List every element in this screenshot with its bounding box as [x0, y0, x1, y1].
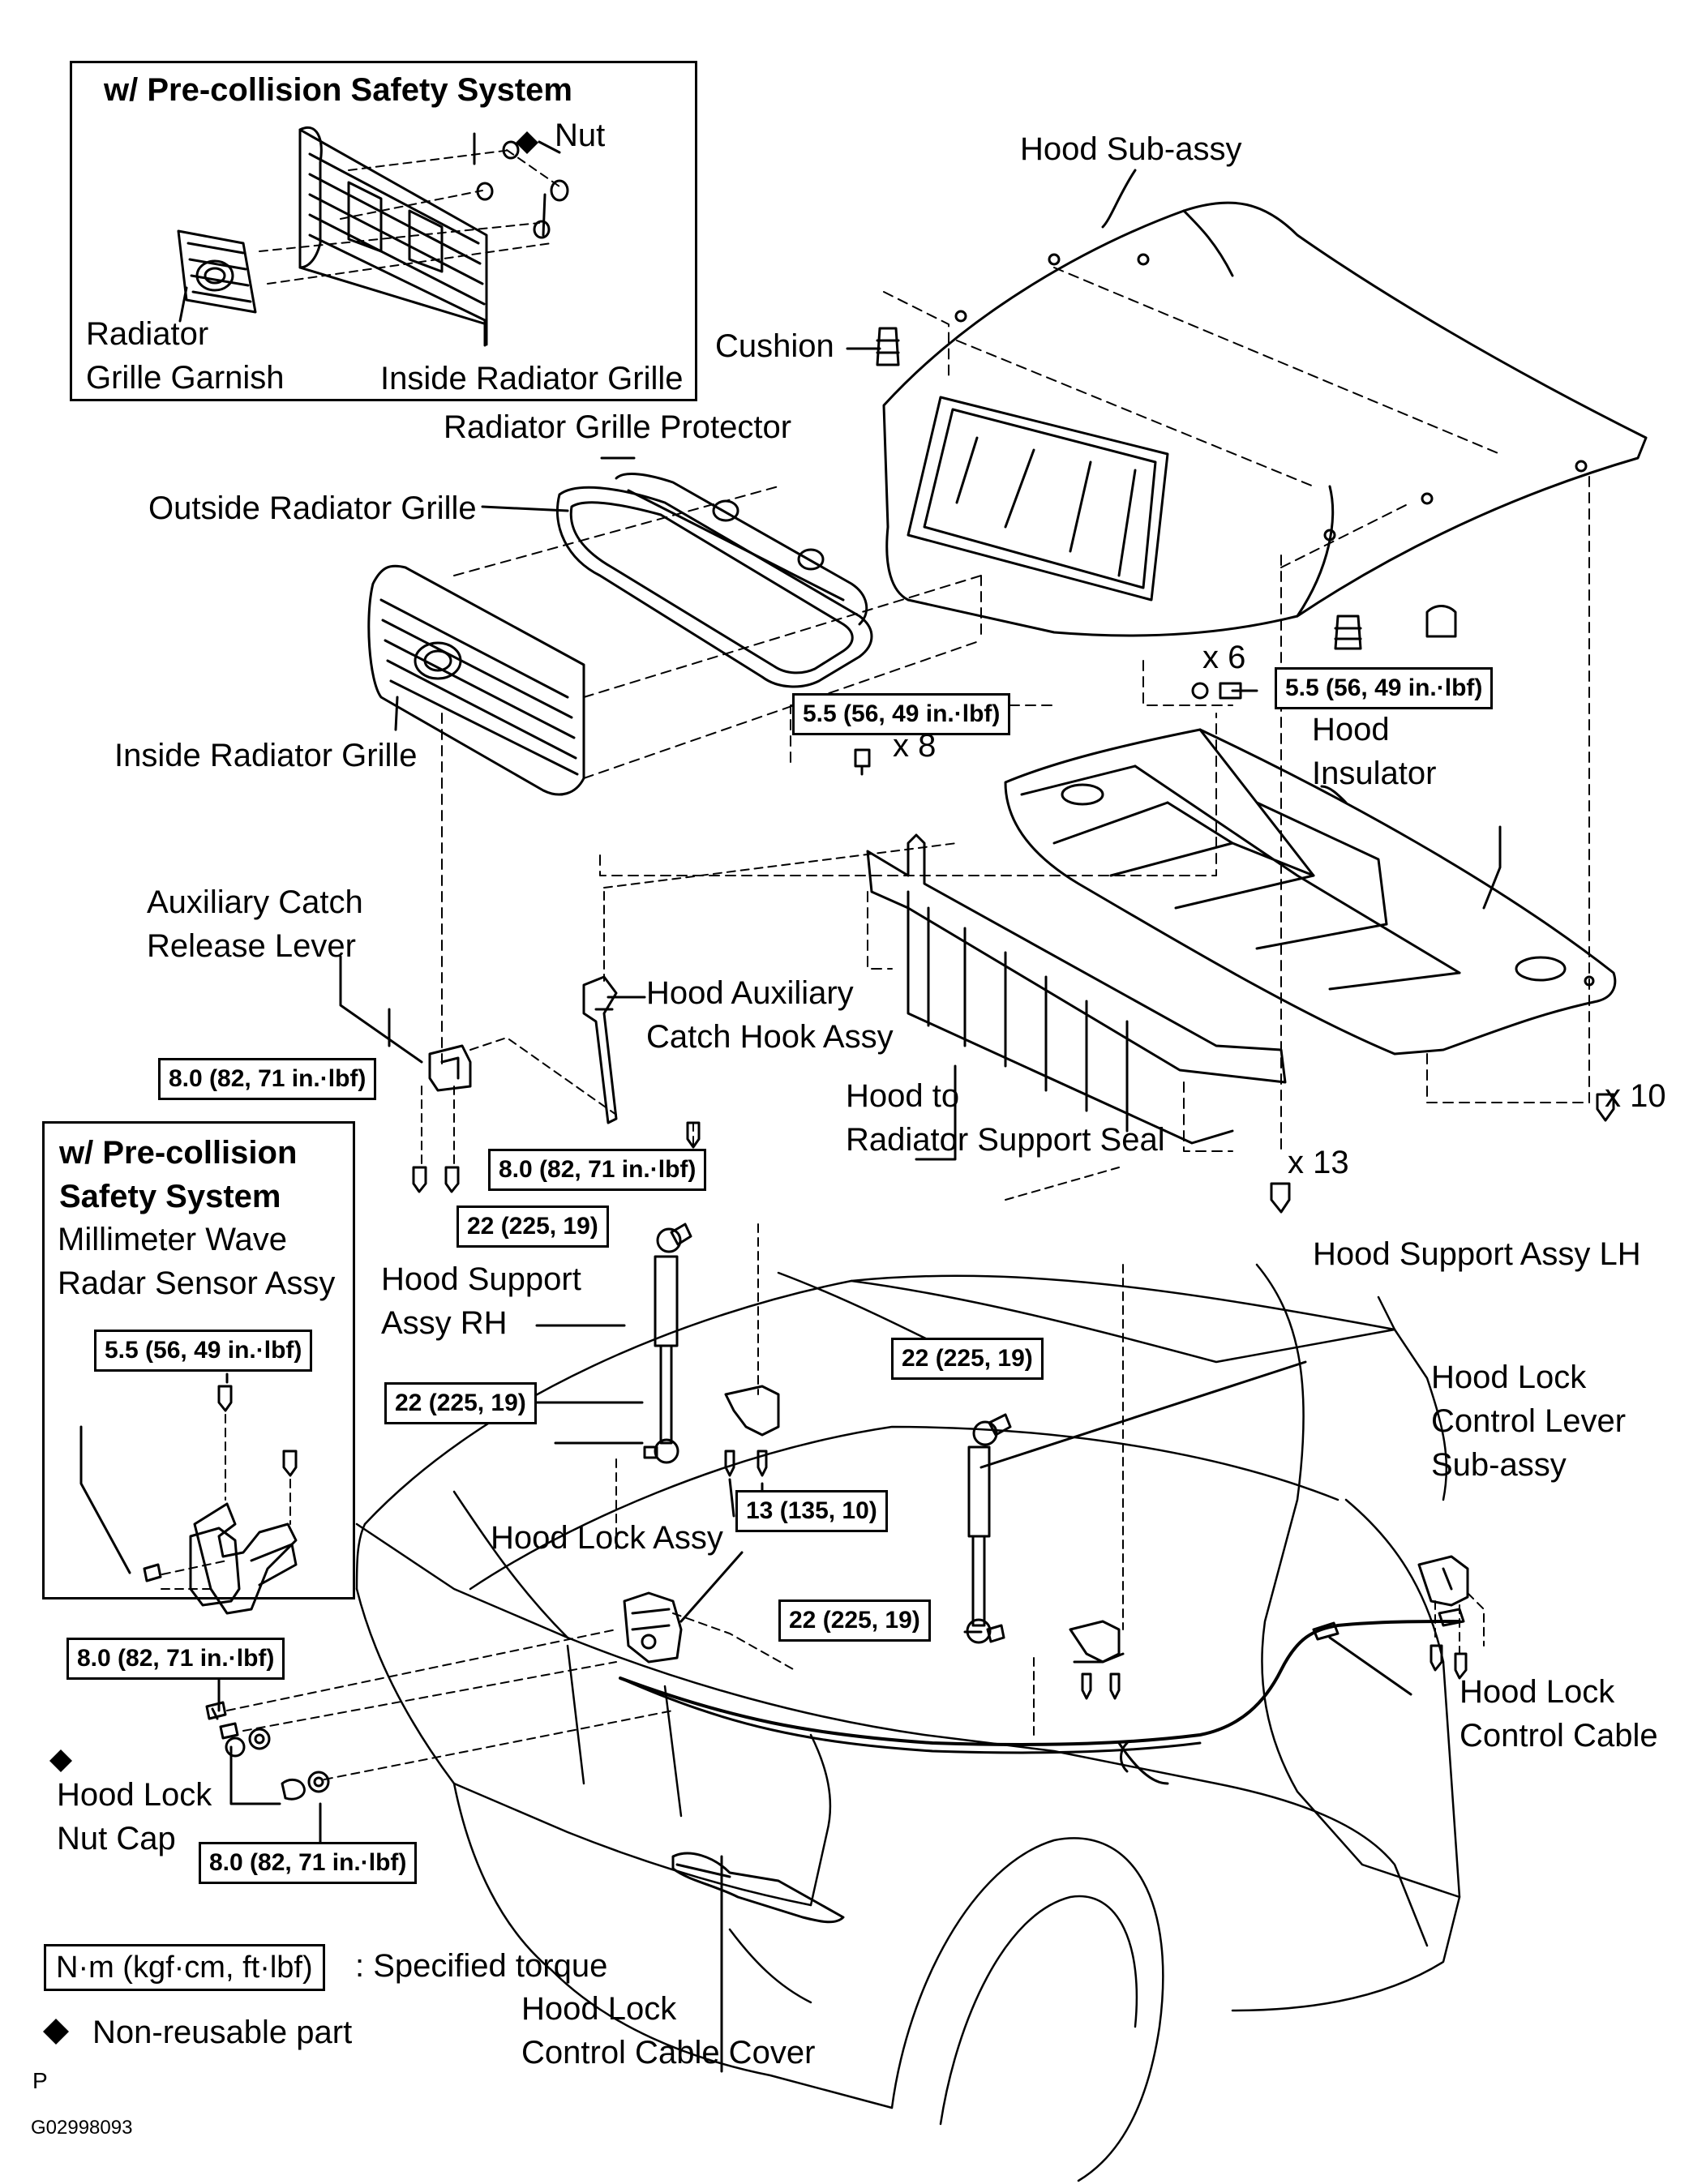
torque-lock-top: 8.0 (82, 71 in.·lbf) — [66, 1638, 285, 1680]
radar-sensor-label: Millimeter Wave Radar Sensor Assy — [58, 1222, 336, 1301]
aux-catch-release-lever-label: Auxiliary Catch Release Lever — [147, 884, 363, 964]
leader-lines — [79, 132, 1502, 2073]
vehicle-body-drawing — [355, 1263, 1461, 2182]
inset-box-radar — [42, 1121, 355, 1599]
hood-to-radiator-support-seal-label: Hood to Radiator Support Seal — [846, 1078, 1165, 1158]
inset-box-grille — [70, 61, 697, 401]
inset-left-title: w/ Pre-collision Safety System — [59, 1135, 298, 1214]
nonreusable-markers — [43, 131, 538, 2045]
cushion-label: Cushion — [715, 328, 834, 364]
radiator-grille-protector-label: Radiator Grille Protector — [444, 409, 792, 445]
x10-label: x 10 — [1605, 1078, 1666, 1114]
torque-catch-hook: 8.0 (82, 71 in.·lbf) — [488, 1149, 707, 1191]
torque-support-rh-bottom: 22 (225, 19) — [384, 1382, 537, 1424]
legend-torque-unit: N·m (kgf·cm, ft·lbf) — [44, 1944, 325, 1991]
hood-support-assy-rh-label: Hood Support Assy RH — [381, 1261, 581, 1341]
grille-assembly-drawing — [367, 473, 1217, 1071]
torque-lock-bottom: 8.0 (82, 71 in.·lbf) — [199, 1842, 418, 1884]
torque-release-lever: 8.0 (82, 71 in.·lbf) — [158, 1058, 377, 1100]
hood-lock-nut-cap-label: Hood Lock Nut Cap — [57, 1777, 212, 1856]
torque-radar-sensor: 5.5 (56, 49 in.·lbf) — [94, 1330, 313, 1372]
nut-label: Nut — [555, 118, 606, 153]
hood-lock-control-lever-label: Hood Lock Control Lever Sub-assy — [1431, 1360, 1627, 1483]
aux-catch-drawing — [412, 842, 958, 1193]
hood-aux-catch-hook-label: Hood Auxiliary Catch Hook Assy — [646, 975, 894, 1055]
inside-radiator-grille-label: Inside Radiator Grille — [114, 738, 418, 773]
torque-hinge: 13 (135, 10) — [735, 1490, 888, 1532]
torque-grille-bolt: 5.5 (56, 49 in.·lbf) — [792, 693, 1011, 735]
inset-inside-radiator-grille-label: Inside Radiator Grille — [380, 361, 684, 396]
hood-lock-assy-label: Hood Lock Assy — [491, 1520, 723, 1556]
hood-insulator-drawing — [1004, 728, 1617, 1056]
hood-support-assy-lh-label: Hood Support Assy LH — [1313, 1236, 1641, 1272]
inset-top-title: w/ Pre-collision Safety System — [104, 72, 572, 108]
torque-support-lh-top: 22 (225, 19) — [891, 1338, 1044, 1380]
support-seal-drawing — [866, 473, 1615, 1214]
x13-label: x 13 — [1288, 1145, 1349, 1180]
radar-sensor-drawing — [143, 1385, 298, 1615]
outside-radiator-grille-label: Outside Radiator Grille — [148, 490, 477, 526]
legend-torque-text: : Specified torque — [355, 1948, 608, 1984]
x6-label: x 6 — [1202, 640, 1246, 675]
hood-lock-control-cable-label: Hood Lock Control Cable — [1460, 1674, 1658, 1754]
torque-hood-bolt: 5.5 (56, 49 in.·lbf) — [1275, 667, 1494, 709]
hood-lock-drawing — [205, 1555, 1485, 1924]
inset-grille-drawing — [177, 126, 569, 346]
torque-support-lh-bottom: 22 (225, 19) — [778, 1599, 931, 1642]
hood-insulator-label: Hood Insulator — [1312, 712, 1437, 791]
hood-supports-drawing — [615, 1167, 1124, 1736]
radiator-grille-garnish-label: Radiator Grille Garnish — [86, 316, 285, 396]
footer-code: G02998093 — [31, 2117, 133, 2139]
hood-sub-assy-label: Hood Sub-assy — [1020, 131, 1242, 167]
footer-p: P — [32, 2068, 48, 2093]
torque-support-rh-top: 22 (225, 19) — [457, 1205, 609, 1248]
hood-lock-control-cable-cover-label: Hood Lock Control Cable Cover — [521, 1991, 816, 2071]
hood-drawing — [876, 201, 1648, 706]
legend-nonreusable-text: Non-reusable part — [92, 2015, 353, 2050]
